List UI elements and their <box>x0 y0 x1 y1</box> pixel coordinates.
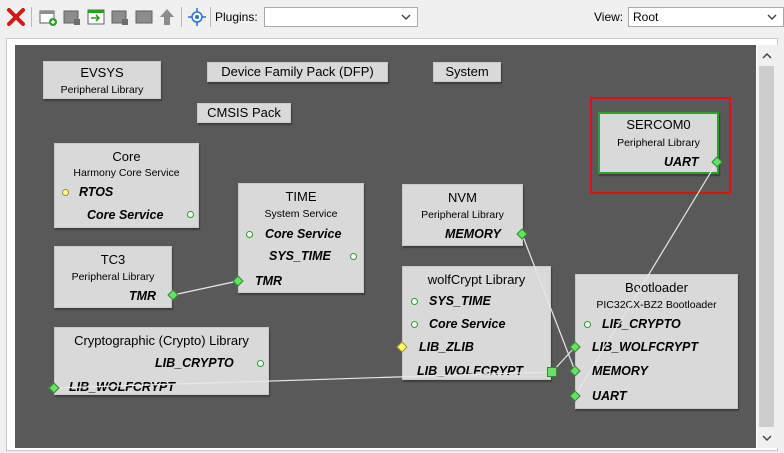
core-service-port: Core Service <box>87 208 164 222</box>
time-core-service-port-icon[interactable] <box>246 231 253 238</box>
view-value: Root <box>633 10 659 24</box>
bootloader-uart-port: UART <box>592 389 627 403</box>
core-subtitle: Harmony Core Service <box>73 167 180 179</box>
crypto-lib-crypto-port-icon[interactable] <box>257 360 264 367</box>
toolbar-separator <box>31 7 32 27</box>
bootloader-memory-port: MEMORY <box>592 364 649 378</box>
nvm-component[interactable]: NVM Peripheral Library MEMORY <box>402 184 523 246</box>
sercom0-subtitle: Peripheral Library <box>617 137 700 149</box>
target-icon[interactable] <box>186 6 208 28</box>
evsys-component[interactable]: EVSYS Peripheral Library <box>43 61 161 99</box>
core-title: Core <box>112 149 141 164</box>
bootloader-title: Bootloader <box>625 280 688 295</box>
nvm-title: NVM <box>448 190 477 205</box>
nvm-subtitle: Peripheral Library <box>421 209 504 221</box>
core-service-port-icon[interactable] <box>187 211 194 218</box>
bootloader-component[interactable]: Bootloader PIC32CX-BZ2 Bootloader LIB_CR… <box>575 274 738 409</box>
view-dropdown[interactable]: Root <box>628 7 784 27</box>
crypto-component[interactable]: Cryptographic (Crypto) Library LIB_CRYPT… <box>54 327 269 395</box>
vertical-scrollbar[interactable] <box>757 45 778 448</box>
time-sys-time-port: SYS_TIME <box>269 249 331 263</box>
delete-icon[interactable] <box>5 6 27 28</box>
scroll-up-icon[interactable] <box>760 49 774 63</box>
toolbar-separator <box>181 7 182 27</box>
crypto-lib-wolfcrypt-port: LIB_WOLFCRYPT <box>69 380 176 394</box>
scroll-down-icon[interactable] <box>760 431 774 445</box>
time-core-service-port: Core Service <box>265 227 342 241</box>
scrollbar-thumb[interactable] <box>759 66 774 427</box>
rtos-port: RTOS <box>79 185 114 199</box>
save-icon[interactable] <box>61 6 83 28</box>
time-title: TIME <box>285 189 317 204</box>
bootloader-subtitle: PIC32CX-BZ2 Bootloader <box>596 299 717 311</box>
chevron-down-icon <box>767 14 777 20</box>
plugins-dropdown[interactable] <box>264 7 418 27</box>
wolfcrypt-component[interactable]: wolfCrypt Library SYS_TIME Core Service … <box>402 266 551 380</box>
bootloader-lib-crypto-port-icon[interactable] <box>584 321 591 328</box>
bootloader-lib-wolfcrypt-port: LIB_WOLFCRYPT <box>592 340 699 354</box>
import-icon[interactable] <box>85 6 107 28</box>
view-label: View: <box>594 10 624 24</box>
evsys-subtitle: Peripheral Library <box>60 84 144 96</box>
wolfcrypt-lib-wolfcrypt-connector[interactable] <box>547 367 557 377</box>
system-label[interactable]: System <box>433 62 501 82</box>
wolfcrypt-core-service-port-icon[interactable] <box>411 321 418 328</box>
move-up-icon[interactable] <box>156 6 178 28</box>
tc3-component[interactable]: TC3 Peripheral Library TMR <box>54 246 172 308</box>
frame-icon[interactable] <box>133 6 155 28</box>
evsys-title: EVSYS <box>80 65 124 80</box>
wolfcrypt-sys-time-port-icon[interactable] <box>411 298 418 305</box>
selection-highlight <box>590 97 731 194</box>
time-subtitle: System Service <box>264 208 338 220</box>
wolfcrypt-core-service-port: Core Service <box>429 317 506 331</box>
toolbar: Plugins: View: Root <box>0 0 784 34</box>
rtos-port-icon[interactable] <box>62 189 69 196</box>
bootloader-lib-crypto-port: LIB_CRYPTO <box>602 317 681 331</box>
crypto-lib-crypto-port: LIB_CRYPTO <box>155 356 234 370</box>
wolfcrypt-sys-time-port: SYS_TIME <box>429 294 491 308</box>
export-icon[interactable] <box>109 6 131 28</box>
nvm-memory-port: MEMORY <box>445 227 502 241</box>
time-component[interactable]: TIME System Service Core Service SYS_TIM… <box>238 183 364 293</box>
cmsis-pack-label[interactable]: CMSIS Pack <box>197 103 291 123</box>
plugins-label: Plugins: <box>215 10 258 24</box>
sercom0-title: SERCOM0 <box>626 117 691 132</box>
time-sys-time-port-icon[interactable] <box>350 253 357 260</box>
tc3-title: TC3 <box>100 252 126 267</box>
toolbar-separator <box>210 7 211 27</box>
wolfcrypt-title: wolfCrypt Library <box>427 272 526 287</box>
wolfcrypt-lib-wolfcrypt-port: LIB_WOLFCRYPT <box>417 364 524 378</box>
crypto-title: Cryptographic (Crypto) Library <box>74 333 249 348</box>
core-component[interactable]: Core Harmony Core Service RTOS Core Serv… <box>54 143 199 228</box>
tc3-tmr-port: TMR <box>129 289 157 303</box>
wolfcrypt-lib-zlib-port: LIB_ZLIB <box>419 340 474 354</box>
tc3-subtitle: Peripheral Library <box>71 271 155 283</box>
add-component-icon[interactable] <box>37 6 59 28</box>
dfp-label[interactable]: Device Family Pack (DFP) <box>207 62 388 82</box>
time-tmr-port: TMR <box>255 274 283 288</box>
chevron-down-icon <box>401 14 411 20</box>
